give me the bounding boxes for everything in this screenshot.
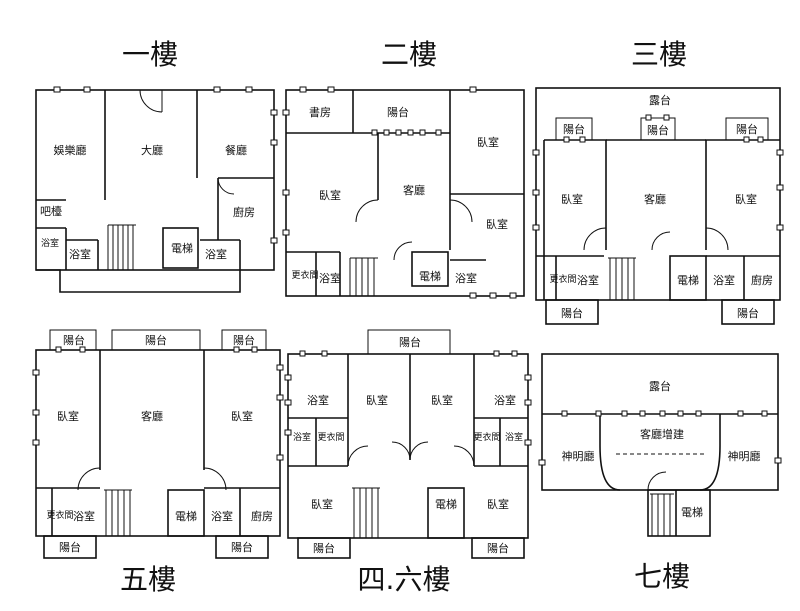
room-label: 餐廳 [225, 143, 247, 157]
room-label: 浴室 [713, 273, 735, 287]
room-label: 電梯 [419, 270, 441, 283]
room-label: 陽台 [737, 306, 759, 320]
room-label: 電梯 [681, 506, 703, 519]
room-label: 臥室 [311, 497, 333, 511]
room-label: 更衣間 [473, 431, 500, 443]
room-label: 陽台 [387, 105, 409, 119]
room-label: 陽台 [59, 540, 81, 554]
floor-2-plan: 二樓 書房 陽台 [282, 38, 525, 299]
room-label: 臥室 [57, 409, 79, 423]
room-label: 廚房 [233, 205, 255, 219]
room-label: 電梯 [435, 498, 457, 511]
room-label: 客廳 [644, 192, 666, 206]
floor-1-title: 一樓 [122, 38, 178, 71]
room-label: 陽台 [563, 122, 585, 136]
room-label: 客廳 [141, 409, 163, 423]
room-label: 廚房 [251, 509, 273, 523]
room-label: 電梯 [677, 274, 699, 287]
floor-4-6-plan: 四.六樓 陽台 浴室 臥室 [284, 329, 532, 596]
room-label: 浴室 [319, 271, 341, 285]
room-label: 浴室 [577, 273, 599, 287]
floor-1-plan: 一樓 娛樂廳 大廳 餐廳 廚房 吧檯 [35, 38, 278, 293]
room-label: 臥室 [561, 192, 583, 206]
room-label: 神明廳 [728, 449, 761, 463]
room-label: 陽台 [63, 333, 85, 347]
room-label: 陽台 [647, 123, 669, 137]
room-label: 陽台 [313, 541, 335, 555]
room-label: 陽台 [736, 122, 758, 136]
floor-5-plan: 五樓 陽台 陽台 陽台 臥室 客廳 [32, 329, 284, 596]
room-label: 臥室 [486, 217, 508, 231]
room-label: 客廳增建 [640, 427, 684, 441]
room-label: 書房 [309, 105, 331, 119]
room-label: 客廳 [403, 183, 425, 197]
room-label: 浴室 [69, 247, 91, 261]
room-label: 浴室 [205, 247, 227, 261]
floor-3-plan: 三樓 露台 [532, 38, 784, 325]
room-label: 電梯 [175, 510, 197, 523]
room-label: 浴室 [455, 271, 477, 285]
room-label: 露台 [649, 379, 671, 393]
room-label: 廚房 [751, 273, 773, 287]
room-label: 浴室 [307, 393, 329, 407]
room-label: 大廳 [141, 143, 163, 157]
room-label: 電梯 [171, 242, 193, 255]
room-label: 臥室 [366, 393, 388, 407]
room-label: 浴室 [505, 431, 523, 443]
floor-7-title: 七樓 [634, 560, 690, 593]
room-label: 浴室 [293, 431, 311, 443]
room-label: 陽台 [561, 306, 583, 320]
room-label: 更衣間 [46, 509, 73, 521]
room-label: 臥室 [735, 192, 757, 206]
room-label: 臥室 [487, 497, 509, 511]
room-label: 浴室 [494, 393, 516, 407]
room-label: 更衣間 [549, 273, 576, 285]
room-label: 陽台 [231, 540, 253, 554]
room-label: 陽台 [145, 333, 167, 347]
floor-2-title: 二樓 [381, 38, 437, 71]
room-label: 陽台 [399, 335, 421, 349]
room-label: 臥室 [231, 409, 253, 423]
room-label: 臥室 [477, 135, 499, 149]
room-label: 露台 [649, 93, 671, 107]
floor-5-title: 五樓 [120, 563, 176, 596]
room-label: 浴室 [41, 237, 59, 249]
room-label: 陽台 [233, 333, 255, 347]
room-label: 更衣間 [291, 269, 318, 281]
room-label: 臥室 [319, 188, 341, 202]
room-label: 陽台 [487, 541, 509, 555]
room-label: 神明廳 [562, 449, 595, 463]
floor-4-6-title: 四.六樓 [358, 563, 451, 596]
room-label: 浴室 [211, 509, 233, 523]
floor-3-title: 三樓 [631, 38, 687, 71]
room-label: 更衣間 [317, 431, 344, 443]
room-label: 浴室 [73, 509, 95, 523]
floor-7-plan: 七樓 露台 客廳增建 神明廳 神明廳 電梯 [538, 353, 782, 593]
room-label: 臥室 [431, 393, 453, 407]
room-label: 吧檯 [40, 204, 62, 218]
room-label: 娛樂廳 [54, 143, 87, 157]
